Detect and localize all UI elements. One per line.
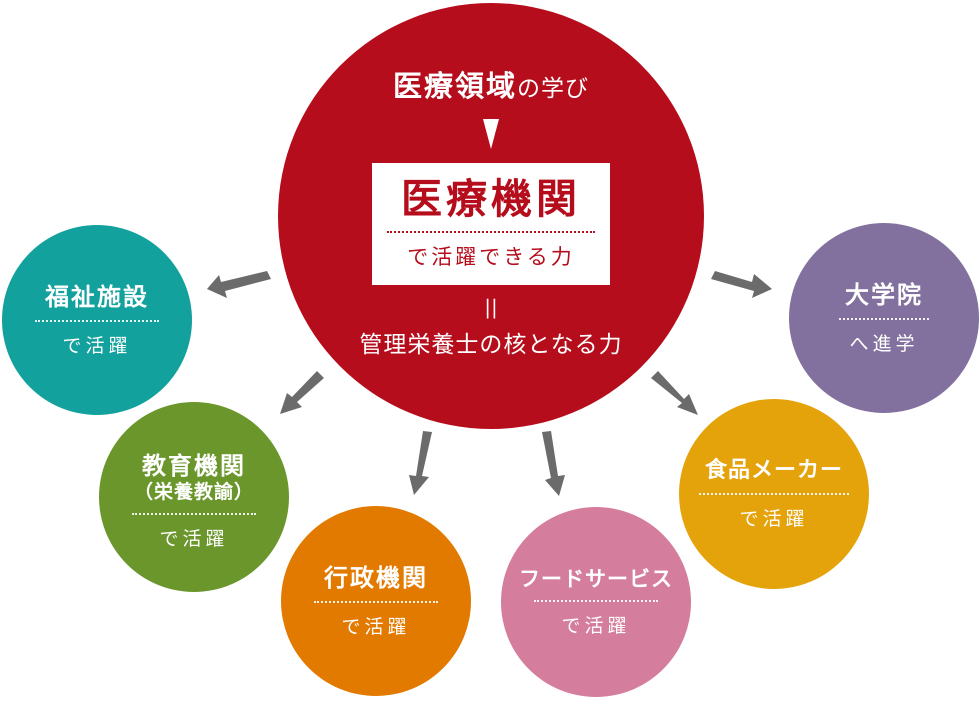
dotted-divider (387, 231, 595, 234)
graduate-school-circle: 大学院 へ進学 (789, 223, 979, 413)
food-service-title: フードサービス (519, 565, 673, 591)
dotted-divider (314, 601, 438, 603)
welfare-facility-title: 福祉施設 (45, 282, 149, 311)
medical-institution-title: 医療機関 (401, 174, 581, 223)
food-manufacturer-action: で活躍 (739, 507, 809, 530)
equal-sign: || (484, 295, 498, 319)
food-manufacturer-title: 食品メーカー (704, 457, 843, 484)
welfare-facility-circle: 福祉施設 で活躍 (2, 225, 192, 415)
dotted-divider (132, 512, 256, 515)
arrow-to-food-maker (651, 371, 698, 415)
heading-small: の学び (517, 76, 589, 102)
dotted-divider (534, 600, 658, 603)
dotted-divider (35, 320, 159, 322)
core-ability-text: 管理栄養士の核となる力 (359, 332, 623, 358)
food-service-action: で活躍 (561, 615, 631, 638)
graduate-school-action: へ進学 (849, 333, 919, 355)
arrow-to-government (409, 431, 432, 495)
food-manufacturer-circle: 食品メーカー で活躍 (679, 399, 869, 589)
down-arrow-icon (483, 119, 499, 149)
arrow-to-food-service (542, 431, 565, 496)
medical-institution-subtitle: で活躍できる力 (407, 245, 575, 270)
medical-field-circle: 医療領域の学び 医療機関 で活躍できる力 || 管理栄養士の核となる力 (278, 3, 704, 429)
government-agency-title: 行政機関 (324, 563, 428, 592)
arrow-to-education (280, 371, 324, 414)
heading-bold: 医療領域 (392, 69, 517, 103)
arrow-to-welfare (207, 271, 271, 298)
dotted-divider (699, 492, 849, 495)
medical-field-heading: 医療領域の学び (393, 63, 589, 105)
government-agency-circle: 行政機関 で活躍 (281, 506, 471, 696)
graduate-school-title: 大学院 (845, 280, 923, 309)
educational-institution-circle: 教育機関 （栄養教諭） で活躍 (99, 402, 289, 592)
dotted-divider (839, 318, 929, 320)
educational-institution-title: 教育機関 (142, 451, 246, 481)
arrow-to-graduate (711, 271, 772, 298)
educational-institution-subtitle: （栄養教諭） (133, 481, 254, 504)
government-agency-action: で活躍 (341, 616, 411, 638)
educational-institution-action: で活躍 (159, 527, 229, 550)
medical-institution-box: 医療機関 で活躍できる力 (372, 163, 610, 285)
welfare-facility-action: で活躍 (62, 335, 132, 357)
food-service-circle: フードサービス で活躍 (501, 507, 691, 697)
